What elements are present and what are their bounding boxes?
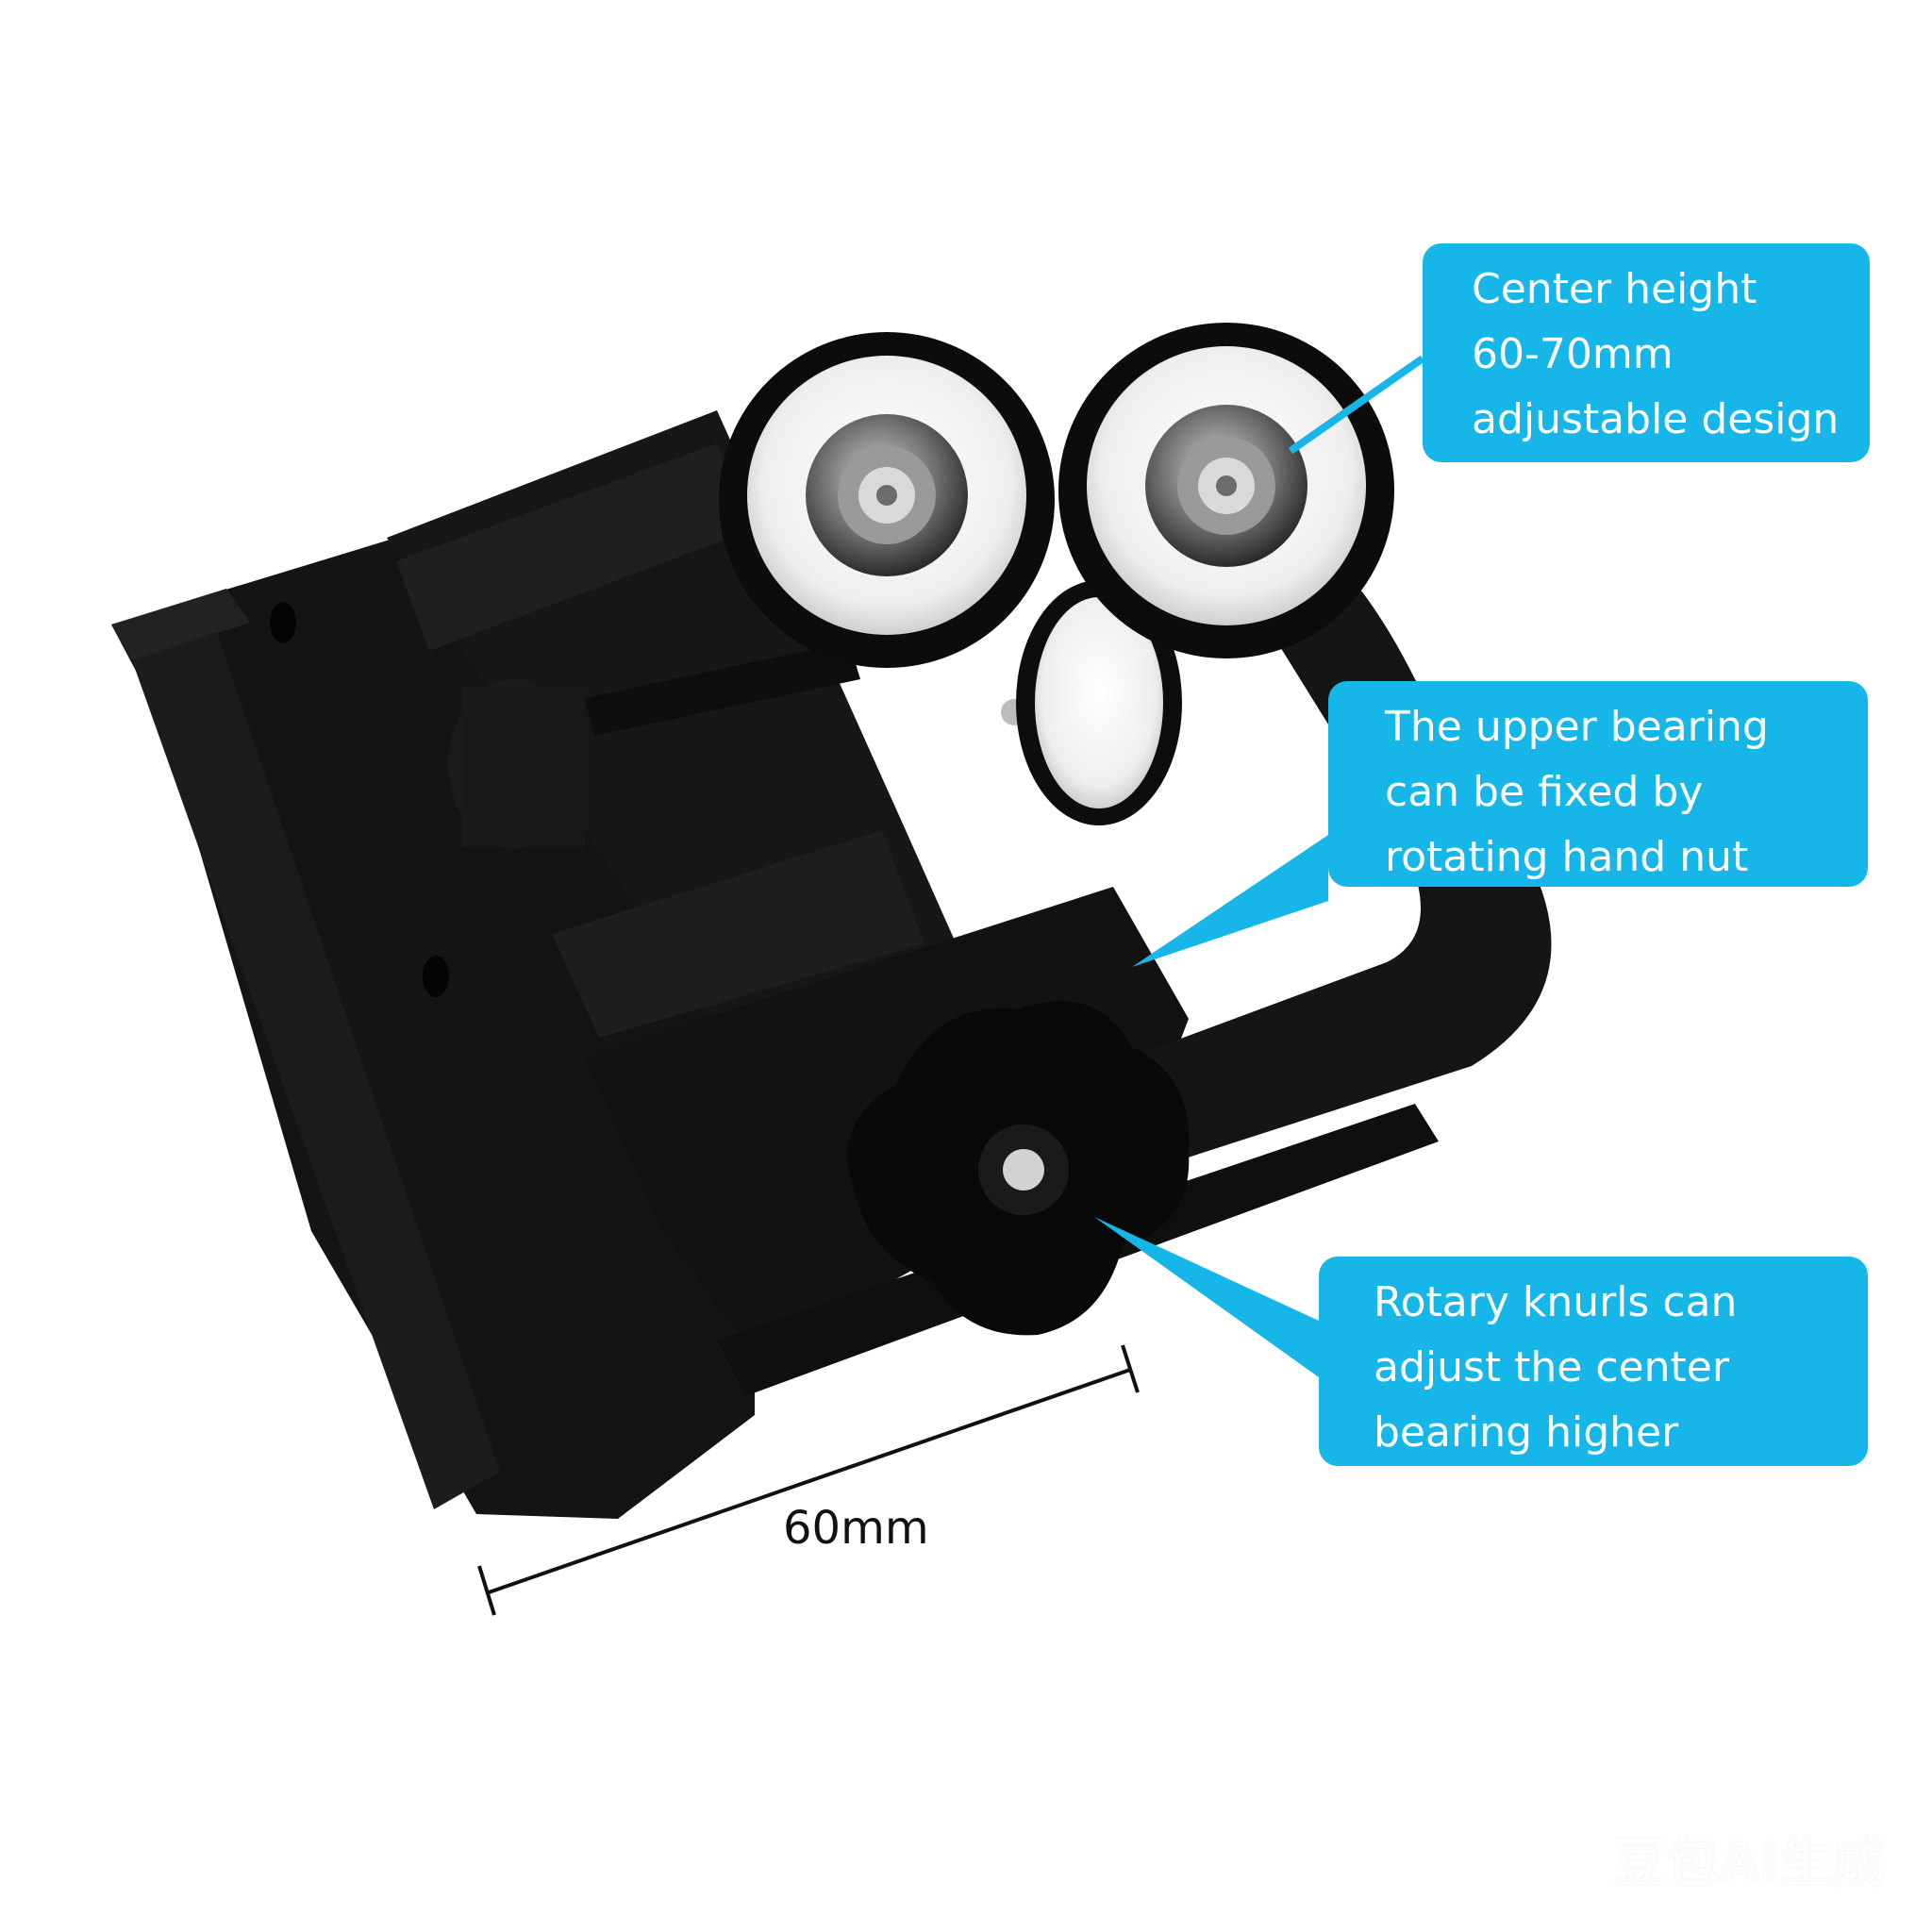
watermark: 豆包AI生成 — [1613, 1833, 1886, 1894]
roller-wheel — [1016, 580, 1182, 825]
callout-rotary-knurls: Rotary knurls can adjust the center bear… — [1319, 1257, 1868, 1466]
callout-line: adjust the center — [1374, 1343, 1729, 1391]
callout-line: can be fixed by — [1385, 768, 1704, 816]
callout-upper-bearing: The upper bearing can be fixed by rotati… — [1328, 681, 1868, 887]
roller-wheel — [1058, 323, 1394, 658]
callout-center-height: Center height 60-70mm adjustable design — [1423, 243, 1870, 462]
roller-wheel — [719, 332, 1055, 668]
leader-lines — [1094, 355, 1425, 1377]
dimension-label: 60mm — [783, 1502, 929, 1555]
callout-line: bearing higher — [1374, 1408, 1679, 1457]
callout-line: The upper bearing — [1385, 703, 1769, 751]
callout-line: Center height — [1472, 265, 1757, 313]
knob — [847, 1001, 1190, 1336]
dimension-line — [477, 1344, 1140, 1616]
callout-line: 60-70mm — [1472, 330, 1674, 378]
callout-line: rotating hand nut — [1385, 833, 1749, 881]
callout-line: adjustable design — [1472, 395, 1840, 443]
callout-line: Rotary knurls can — [1374, 1278, 1738, 1326]
